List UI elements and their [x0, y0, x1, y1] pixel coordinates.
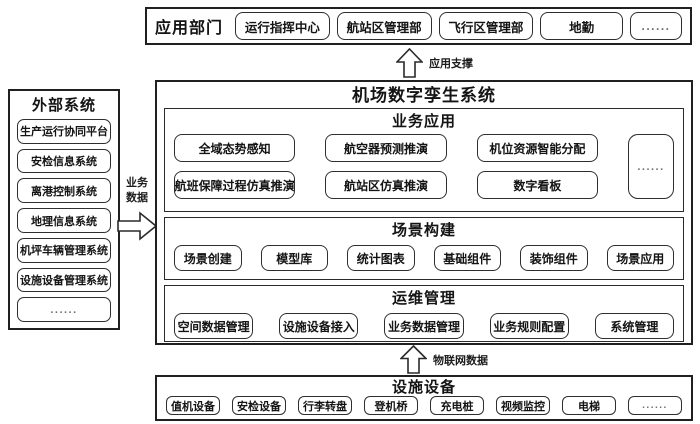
device-check-in-equipment: 值机设备	[166, 396, 220, 415]
up-arrow-icon	[400, 345, 427, 374]
external-system-security-info-system: 安检信息系统	[17, 148, 111, 174]
device-elevator: 电梯	[562, 396, 616, 415]
facility-equipment-panel: 设施设备 值机设备 安检设备 行李转盘 登机桥 充电桩 视频监控 电梯 ....…	[155, 375, 693, 421]
external-systems-list: 生产运行协同平台 安检信息系统 离港控制系统 地理信息系统 机坪车辆管理系统 设…	[17, 119, 111, 323]
ops-management-section: 运维管理 空间数据管理 设施设备接入 业务数据管理 业务规则配置 系统管理	[164, 285, 684, 342]
device-ellipsis: ......	[628, 396, 682, 415]
scene-item-scene-creation: 场景创建	[174, 245, 242, 271]
device-security-equipment: 安检设备	[232, 396, 286, 415]
biz-app-stand-resource-smart-allocation: 机位资源智能分配	[476, 134, 598, 162]
scene-item-basic-components: 基础组件	[433, 245, 501, 271]
scene-item-statistic-charts: 统计图表	[347, 245, 415, 271]
iot-data-arrow-label: 物联网数据	[433, 354, 488, 367]
scene-construction-row: 场景创建 模型库 统计图表 基础组件 装饰组件 场景应用	[165, 242, 683, 271]
external-systems-title: 外部系统	[31, 97, 96, 114]
business-data-arrow-label: 业务数据	[126, 177, 148, 204]
external-system-ellipsis: ......	[17, 297, 111, 323]
biz-app-global-situation-awareness: 全域态势感知	[174, 134, 296, 162]
app-departments-panel: 应用部门 运行指挥中心 航站区管理部 飞行区管理部 地勤 ......	[145, 7, 692, 45]
business-applications-grid: 全域态势感知 航空器预测推演 机位资源智能分配 ...... 航班保障过程仿真推…	[165, 133, 683, 199]
ops-item-business-data-mgmt: 业务数据管理	[384, 313, 464, 339]
external-system-apron-vehicle-mgmt: 机坪车辆管理系统	[17, 237, 111, 263]
business-data-arrow-group: 业务数据	[116, 176, 158, 241]
device-video-surveillance: 视频监控	[496, 396, 550, 415]
department-box-airfield-area-dept: 飞行区管理部	[438, 12, 534, 40]
scene-construction-title: 场景构建	[391, 222, 456, 239]
department-box-operation-command-center: 运行指挥中心	[235, 12, 330, 40]
app-departments-title: 应用部门	[155, 20, 224, 37]
ops-item-business-rule-config: 业务规则配置	[489, 313, 569, 339]
external-system-departure-control-system: 离港控制系统	[17, 178, 111, 204]
biz-app-flight-support-simulation: 航班保障过程仿真推演	[174, 171, 296, 199]
department-box-ground-handling: 地勤	[540, 12, 623, 40]
external-system-production-collab-platform: 生产运行协同平台	[17, 119, 111, 144]
external-system-facility-equipment-mgmt: 设施设备管理系统	[17, 267, 111, 293]
biz-app-aircraft-prediction-deduction: 航空器预测推演	[325, 134, 447, 162]
digital-twin-system-panel: 机场数字孪生系统 业务应用 全域态势感知 航空器预测推演 机位资源智能分配 ..…	[155, 80, 693, 345]
device-baggage-carousel: 行李转盘	[298, 396, 352, 415]
biz-app-ellipsis: ......	[628, 134, 674, 199]
iot-data-arrow-group: 物联网数据	[400, 345, 488, 374]
ops-item-system-mgmt: 系统管理	[594, 313, 675, 339]
scene-item-decorative-components: 装饰组件	[520, 245, 588, 271]
scene-item-model-library: 模型库	[260, 245, 328, 271]
scene-item-scene-application: 场景应用	[606, 245, 674, 271]
digital-twin-system-title: 机场数字孪生系统	[352, 86, 496, 105]
ops-item-spatial-data-mgmt: 空间数据管理	[174, 313, 254, 339]
business-applications-title: 业务应用	[391, 113, 456, 130]
device-charging-pile: 充电桩	[430, 396, 484, 415]
biz-app-digital-dashboard: 数字看板	[476, 171, 598, 199]
business-applications-section: 业务应用 全域态势感知 航空器预测推演 机位资源智能分配 ...... 航班保障…	[164, 108, 684, 212]
facility-equipment-row: 值机设备 安检设备 行李转盘 登机桥 充电桩 视频监控 电梯 ......	[166, 396, 682, 415]
up-arrow-icon	[396, 48, 423, 78]
external-system-gis: 地理信息系统	[17, 208, 111, 233]
external-systems-panel: 外部系统 生产运行协同平台 安检信息系统 离港控制系统 地理信息系统 机坪车辆管…	[8, 89, 120, 330]
ops-management-row: 空间数据管理 设施设备接入 业务数据管理 业务规则配置 系统管理	[165, 310, 683, 339]
facility-equipment-title: 设施设备	[391, 379, 456, 396]
department-box-terminal-area-dept: 航站区管理部	[336, 12, 432, 40]
scene-construction-section: 场景构建 场景创建 模型库 统计图表 基础组件 装饰组件 场景应用	[164, 217, 684, 280]
ops-item-facility-equipment-access: 设施设备接入	[279, 313, 359, 339]
ops-management-title: 运维管理	[391, 290, 456, 307]
device-boarding-bridge: 登机桥	[364, 396, 418, 415]
biz-app-terminal-area-simulation: 航站区仿真推演	[325, 171, 447, 199]
right-arrow-icon	[117, 211, 157, 241]
department-box-ellipsis: ......	[629, 12, 682, 40]
app-support-arrow-group: 应用支撑	[396, 48, 473, 78]
app-support-arrow-label: 应用支撑	[429, 58, 473, 70]
